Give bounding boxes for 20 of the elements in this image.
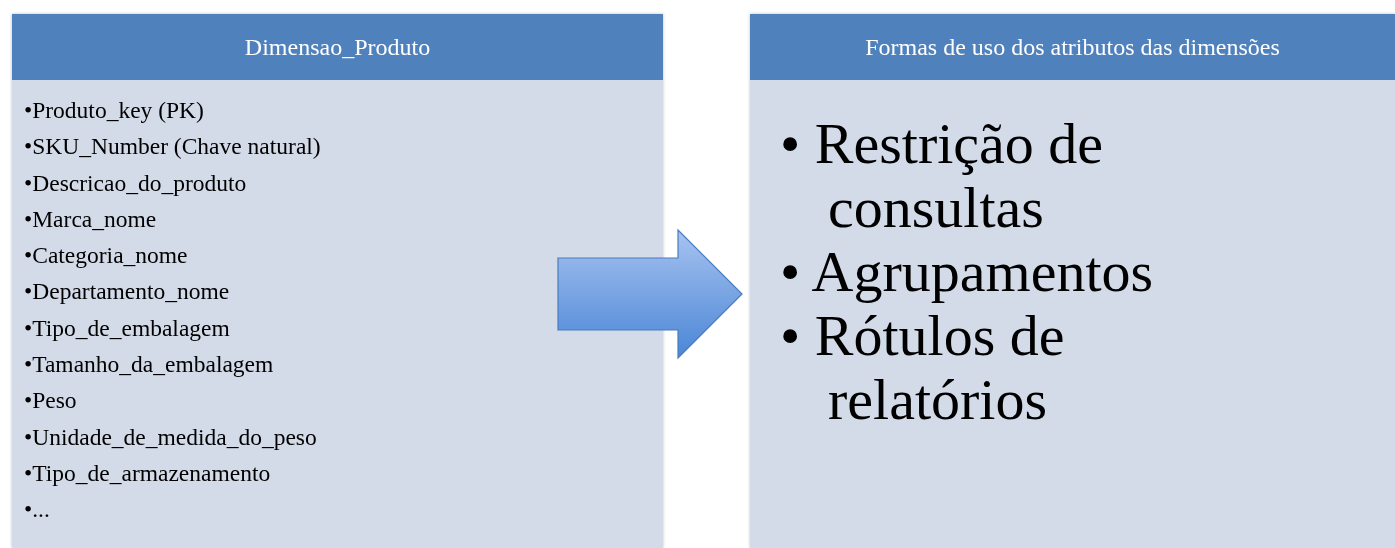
list-item: •Categoria_nome <box>24 241 189 271</box>
panel-title: Dimensao_Produto <box>244 33 431 61</box>
block-arrow <box>557 228 743 360</box>
card-panel <box>12 14 663 548</box>
list-item: •SKU_Number (Chave natural) <box>24 132 321 162</box>
list-item: •Marca_nome <box>24 204 158 234</box>
list-item: •Unidade_de_medida_do_peso <box>24 422 318 452</box>
card-panel <box>750 14 1395 548</box>
list-item: •Tipo_de_armazenamento <box>24 458 272 488</box>
list-item: •Peso <box>24 386 78 416</box>
list-item: •Tamanho_da_embalagem <box>24 350 275 380</box>
bullet-item: • Rótulos de relatórios <box>780 304 1066 432</box>
panel-title: Formas de uso dos atributos das dimensões <box>865 33 1280 61</box>
list-item: •Descricao_do_produto <box>24 168 248 198</box>
list-item: •... <box>24 495 51 525</box>
bullet-item: • Agrupamentos <box>780 240 1155 304</box>
list-item: •Departamento_nome <box>24 277 231 307</box>
bullet-item: • Restrição de consultas <box>780 112 1105 240</box>
list-item: •Tipo_de_embalagem <box>24 313 231 343</box>
list-item: •Produto_key (PK) <box>24 96 205 125</box>
